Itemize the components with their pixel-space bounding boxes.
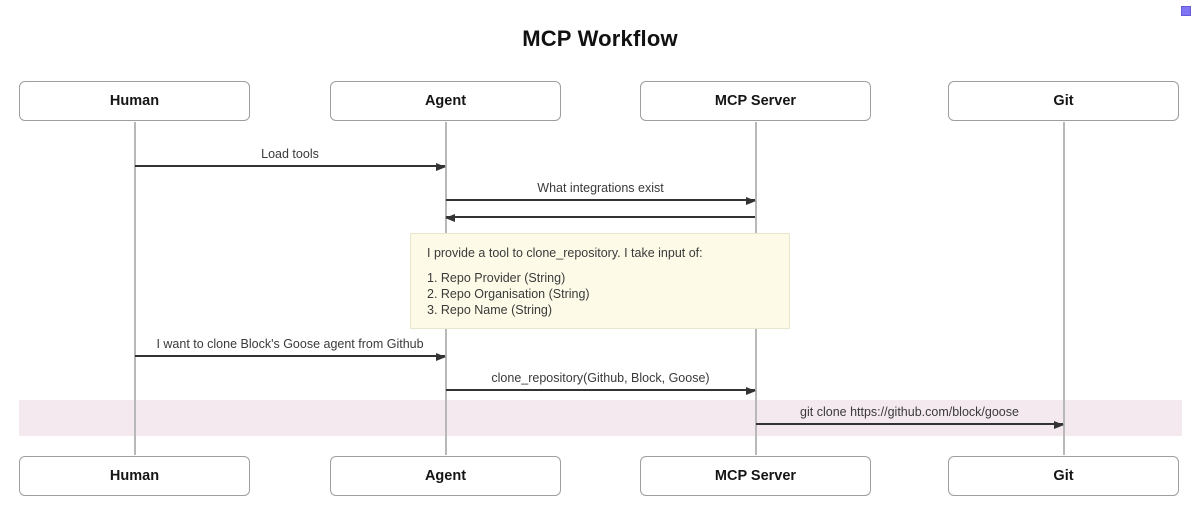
arrowhead-right-icon: [1054, 420, 1064, 429]
note-list-item: 3. Repo Name (String): [427, 303, 553, 317]
arrowhead-right-icon: [746, 386, 756, 395]
page-title: MCP Workflow: [522, 26, 678, 51]
lifeline-human: [134, 122, 136, 455]
message-what-integrations-exist: What integrations exist: [446, 177, 756, 205]
note-heading: I provide a tool to clone_repository. I …: [427, 246, 703, 260]
lifeline-git: [1063, 122, 1065, 455]
participant-box-mcp-server-bottom[interactable]: MCP Server: [640, 456, 871, 496]
participant-label-human-bottom: Human: [109, 468, 160, 484]
note-input-list: 1. Repo Provider (String) 2. Repo Organi…: [427, 270, 775, 318]
arrowhead-right-icon: [436, 162, 446, 171]
arrowhead-right-icon: [746, 196, 756, 205]
message-label-load-tools: Load tools: [261, 147, 319, 161]
arrowhead-right-icon: [436, 352, 446, 361]
participant-box-git-top[interactable]: Git: [948, 81, 1179, 121]
message-load-tools: Load tools: [135, 143, 446, 171]
note-clone-repository-tool: I provide a tool to clone_repository. I …: [410, 233, 790, 329]
participant-box-git-bottom[interactable]: Git: [948, 456, 1179, 496]
participant-label-git-bottom: Git: [1053, 468, 1074, 484]
corner-marker-icon: [1181, 6, 1191, 16]
participant-label-mcp-server-bottom: MCP Server: [714, 468, 797, 484]
message-clone-repository-call: clone_repository(Github, Block, Goose): [446, 367, 756, 395]
message-line: [756, 423, 1063, 425]
highlight-band: [19, 400, 1182, 436]
participant-box-human-top[interactable]: Human: [19, 81, 250, 121]
participant-label-agent-bottom: Agent: [424, 468, 467, 484]
message-line: [446, 389, 755, 391]
message-clone-request: I want to clone Block's Goose agent from…: [135, 333, 446, 361]
participant-box-human-bottom[interactable]: Human: [19, 456, 250, 496]
message-line: [135, 355, 445, 357]
message-line: [446, 199, 755, 201]
message-label-git-clone: git clone https://github.com/block/goose: [800, 405, 1019, 419]
message-line: [446, 216, 755, 218]
note-list-item: 1. Repo Provider (String): [427, 271, 566, 285]
note-list-item: 2. Repo Organisation (String): [427, 287, 590, 301]
participant-label-git-top: Git: [1053, 93, 1074, 109]
participant-box-mcp-server-top[interactable]: MCP Server: [640, 81, 871, 121]
participant-label-mcp-server-top: MCP Server: [714, 93, 797, 109]
message-label-what-integrations-exist: What integrations exist: [537, 181, 664, 195]
participant-box-agent-top[interactable]: Agent: [330, 81, 561, 121]
message-git-clone: git clone https://github.com/block/goose: [756, 401, 1064, 429]
participant-box-agent-bottom[interactable]: Agent: [330, 456, 561, 496]
message-line: [135, 165, 445, 167]
message-label-clone-request: I want to clone Block's Goose agent from…: [156, 337, 424, 351]
arrowhead-left-icon: [445, 213, 455, 222]
participant-label-agent-top: Agent: [424, 93, 467, 109]
message-integrations-response: [445, 194, 755, 222]
message-label-clone-repository-call: clone_repository(Github, Block, Goose): [491, 371, 710, 385]
participant-label-human-top: Human: [109, 93, 160, 109]
